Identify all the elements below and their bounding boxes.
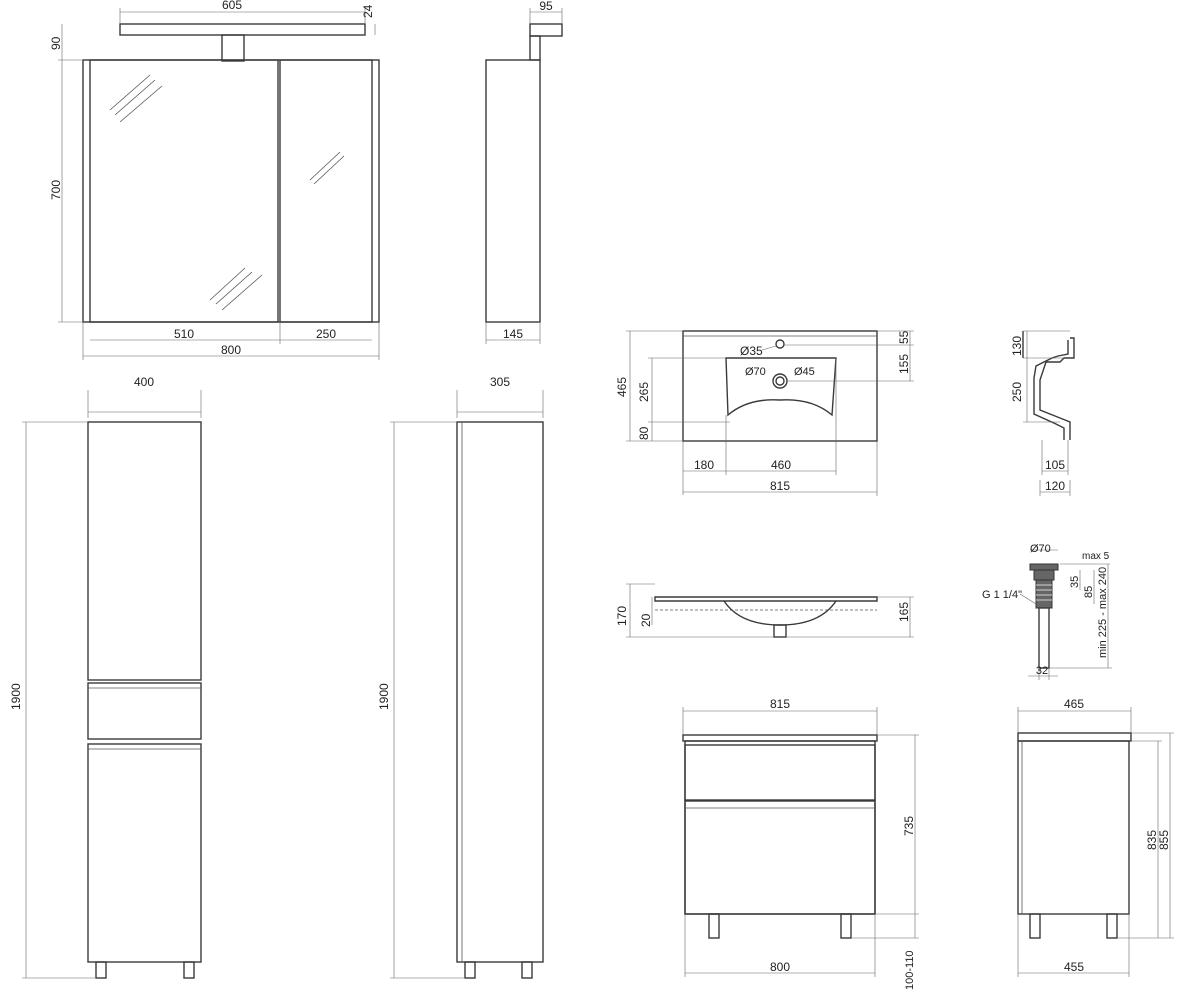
tall-cabinet-side: 305 1900	[377, 375, 544, 979]
basin-profile	[1022, 331, 1075, 440]
basin-bowl	[725, 357, 837, 417]
dim-vanity-top-width: 815	[770, 697, 790, 711]
dim-lamp-height: 90	[49, 36, 63, 50]
tall-side-leg-right	[521, 961, 533, 979]
dim-lamp-thickness: 24	[361, 4, 375, 18]
mirror-cabinet-side: 95 145	[485, 0, 563, 344]
tall-cabinet-leg-left	[95, 961, 107, 979]
basin-front-outline	[654, 596, 878, 602]
dim-drain-cap-height: 35	[1069, 576, 1081, 588]
tall-cabinet-side-body	[456, 421, 544, 963]
dim-section-depth-inner: 105	[1045, 458, 1065, 472]
label-drain-inner: Ø45	[794, 366, 815, 378]
dim-section-bowl: 250	[1010, 382, 1024, 402]
tall-cabinet-front: 400 1900	[9, 375, 202, 979]
tall-cabinet-drawer	[87, 682, 202, 740]
dim-drain-length-range: min 225 - max 240	[1097, 567, 1109, 658]
dim-vanity-side-body-depth: 455	[1064, 960, 1084, 974]
dim-mirror-total-width: 800	[221, 343, 241, 357]
drain-pipe	[1038, 607, 1050, 669]
basin-front-view: 170 20 165	[615, 583, 914, 638]
label-drain-outer: Ø70	[745, 366, 766, 378]
mirror-side-bracket	[529, 35, 541, 61]
tall-cabinet-lower-door	[87, 743, 202, 963]
dim-back-offset: 55	[897, 330, 911, 344]
tall-side-leg-left	[464, 961, 476, 979]
basin-front-drain	[773, 624, 787, 638]
dim-tall-width: 400	[134, 375, 154, 389]
dim-vanity-leg-height: 100-110	[904, 950, 916, 990]
dim-vanity-side-height-body: 835	[1145, 830, 1159, 850]
dim-vanity-side-height-total: 855	[1157, 830, 1171, 850]
dim-vanity-side-depth-top: 465	[1064, 697, 1084, 711]
dim-front-right-height: 165	[897, 602, 911, 622]
dim-right-door: 250	[316, 327, 336, 341]
basin-top-view: Ø35 Ø70 Ø45 465 265 80 55 155 180 460 81…	[615, 330, 914, 496]
basin-top-outline	[682, 330, 878, 442]
dim-tall-height-front: 1900	[9, 683, 23, 710]
drain-thread	[1035, 579, 1053, 609]
mirror-side-lamp	[529, 23, 563, 37]
basin-front-bowl	[723, 600, 837, 626]
dim-drain-max-gap: max 5	[1082, 551, 1110, 562]
dim-tall-height-side: 1900	[377, 683, 391, 710]
dim-drain-thread: G 1 1/4"	[982, 589, 1022, 601]
dim-lamp-width: 605	[222, 0, 242, 12]
vanity-leg-right	[840, 913, 852, 939]
dim-bowl-width: 460	[771, 458, 791, 472]
vanity-side: 465 835 855 455	[1017, 697, 1174, 977]
dim-basin-total-width: 815	[770, 479, 790, 493]
drain-top	[1033, 569, 1055, 581]
dim-tall-depth: 305	[490, 375, 510, 389]
dim-basin-depth: 465	[615, 377, 629, 397]
mirror-door-left	[89, 59, 279, 323]
drain-assembly: Ø70 max 5 35 85 min 225 - max 240 G 1 1/…	[982, 543, 1112, 680]
tall-cabinet-upper-door	[87, 421, 202, 681]
vanity-top	[682, 734, 878, 742]
label-tap-hole: Ø35	[740, 344, 763, 358]
dim-mirror-height: 700	[49, 180, 63, 200]
vanity-front: 815 735 100-110 800	[682, 697, 919, 990]
dim-side-depth: 145	[503, 327, 523, 341]
mirror-door-right	[279, 59, 373, 323]
vanity-leg-left	[708, 913, 720, 939]
drain-thread-lines	[1036, 584, 1052, 601]
drain-cap	[1029, 563, 1059, 571]
mirror-lamp-bracket	[221, 34, 245, 62]
dim-vanity-body-height: 735	[902, 816, 916, 836]
dim-section-top: 130	[1010, 336, 1024, 356]
vanity-side-leg-left	[1029, 913, 1041, 939]
vanity-side-leg-right	[1106, 913, 1118, 939]
dim-tap-zone: 155	[897, 354, 911, 374]
dim-left-offset: 180	[694, 458, 714, 472]
dim-side-lamp: 95	[539, 0, 553, 13]
basin-section: 130 250 105 120	[1010, 330, 1075, 496]
tall-cabinet-leg-right	[183, 961, 195, 979]
vanity-side-top	[1017, 732, 1132, 742]
dim-front-rim: 20	[639, 613, 653, 627]
vanity-drawer-upper	[684, 744, 876, 801]
mirror-lamp	[119, 23, 366, 36]
dim-vanity-body-width: 800	[770, 960, 790, 974]
dim-front-offset: 80	[637, 426, 651, 440]
vanity-drawer-lower	[684, 800, 876, 915]
vanity-body	[684, 740, 876, 915]
dim-drain-pipe: 32	[1036, 665, 1048, 677]
mirror-side-body	[485, 59, 541, 323]
drain-inner	[775, 376, 785, 386]
dim-left-door: 510	[174, 327, 194, 341]
dim-bowl-depth: 265	[637, 382, 651, 402]
dim-drain-diameter: Ø70	[1030, 543, 1051, 555]
tap-hole	[775, 339, 785, 349]
mirror-body	[82, 59, 380, 323]
glass-reflection-lines	[109, 74, 345, 311]
vanity-side-body	[1017, 740, 1130, 915]
mirror-cabinet-front: 605 24 90 700 510 250 800	[49, 0, 380, 360]
drain-outer	[772, 373, 788, 389]
dim-front-height: 170	[615, 606, 629, 626]
dim-drain-body-height: 85	[1083, 586, 1095, 598]
dim-section-depth-outer: 120	[1045, 479, 1065, 493]
